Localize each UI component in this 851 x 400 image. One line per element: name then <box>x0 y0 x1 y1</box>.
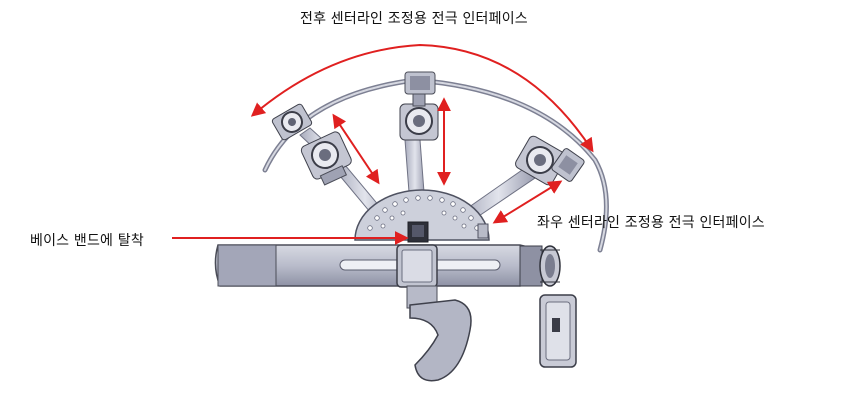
arrow-top-arc <box>250 43 594 153</box>
label-base-band-attach: 베이스 밴드에 탈착 <box>30 233 144 249</box>
electrode-head-top <box>399 71 439 141</box>
side-connector <box>519 245 561 287</box>
red-arrows <box>172 43 594 245</box>
arrow-right-diag <box>492 180 563 224</box>
base-band <box>214 244 541 288</box>
arrow-left-diag <box>332 113 380 185</box>
lower-hook-piece <box>406 285 472 382</box>
label-front-back-interface: 전후 센터라인 조정용 전극 인터페이스 <box>300 11 528 27</box>
electrode-head-right-upper <box>551 148 585 182</box>
hub-plate <box>354 189 490 243</box>
control-box <box>539 294 577 368</box>
label-left-right-interface: 좌우 센터라인 조정용 전극 인터페이스 <box>537 215 765 231</box>
